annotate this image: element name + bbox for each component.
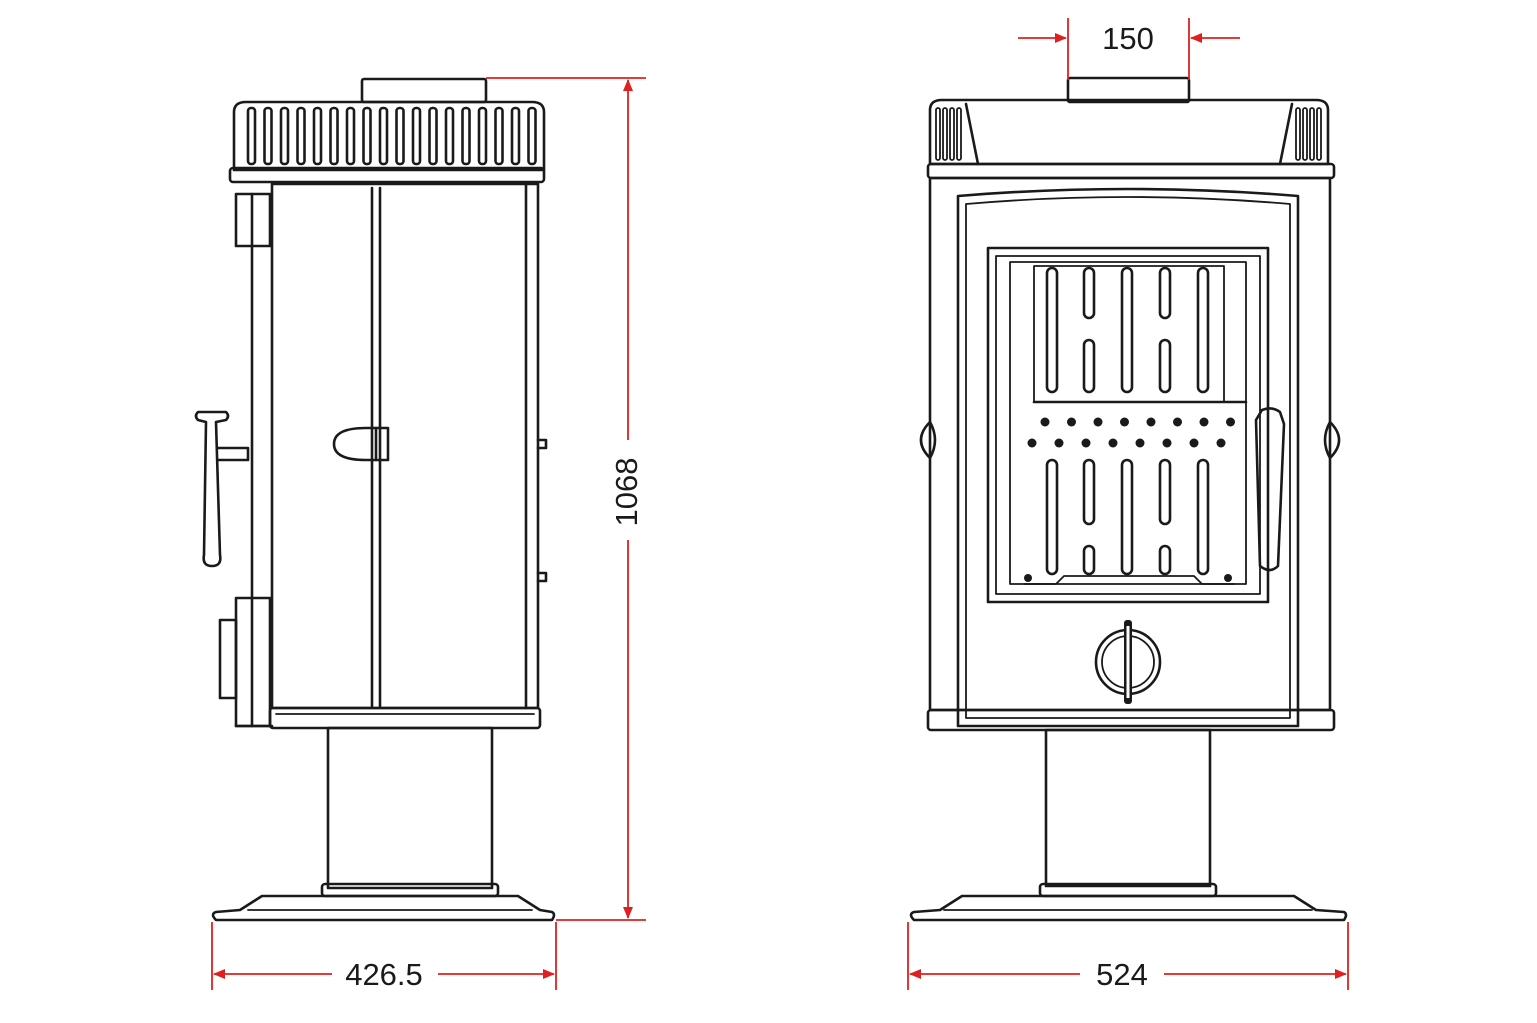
front-air-control-dial [1094, 620, 1162, 704]
side-bottom-plate [268, 706, 542, 730]
front-top-cap [928, 98, 1330, 166]
fin [329, 106, 339, 166]
slot [1158, 266, 1172, 320]
fin [477, 106, 488, 166]
air-hole [1093, 417, 1103, 427]
slot [1158, 458, 1172, 526]
dim-label-height: 1068 [609, 458, 644, 527]
dim-label-depth: 426.5 [345, 957, 423, 992]
slot [1082, 458, 1096, 526]
fin [428, 106, 438, 166]
side-view [194, 77, 556, 922]
fin [362, 106, 372, 166]
air-hole [1040, 417, 1050, 427]
slot [1158, 338, 1172, 394]
front-lower-slots [1045, 458, 1210, 576]
fin [1309, 107, 1315, 161]
slot [1045, 266, 1059, 394]
dim-label-width: 524 [1096, 957, 1148, 992]
fin [246, 106, 257, 166]
fin [949, 107, 955, 161]
front-left-side-knob [919, 420, 937, 460]
side-base [211, 894, 556, 922]
fin [263, 106, 273, 166]
side-flue-collar [360, 77, 488, 104]
side-door-handle [194, 410, 250, 568]
front-upper-slots [1045, 266, 1210, 394]
front-right-side-knob [1323, 420, 1341, 460]
air-hole [1108, 438, 1118, 448]
fin [345, 106, 356, 166]
front-top-fins [935, 107, 1322, 161]
slot [1082, 266, 1096, 320]
air-hole [1146, 417, 1156, 427]
fin [1295, 107, 1301, 161]
fin [956, 107, 962, 161]
dim-label-flue-width: 150 [1102, 21, 1154, 56]
slot [1082, 338, 1096, 394]
front-flue-collar [1066, 76, 1191, 104]
slot [1196, 266, 1210, 394]
fin [527, 106, 537, 166]
slot [1045, 458, 1059, 576]
side-air-knob [332, 426, 390, 462]
fin [1316, 107, 1322, 161]
fin [461, 106, 471, 166]
fin [296, 106, 306, 166]
front-door-frame [956, 187, 1300, 728]
side-top-rim [228, 166, 546, 184]
dimension-width: 524 [907, 922, 1349, 992]
air-hole [1135, 438, 1145, 448]
dimension-height: 1068 [486, 77, 646, 921]
side-pedestal-column [326, 726, 494, 890]
fin [395, 106, 405, 166]
air-hole [1173, 417, 1182, 427]
side-top-cap [232, 100, 546, 172]
fin [510, 106, 521, 166]
air-hole [1226, 417, 1235, 427]
side-body [270, 182, 540, 710]
air-hole [1216, 438, 1226, 448]
slot [1196, 458, 1210, 576]
fin [279, 106, 290, 166]
slot [1082, 544, 1096, 576]
front-base [909, 894, 1348, 922]
slot [1120, 266, 1134, 394]
dimension-flue-width: 150 [1018, 18, 1240, 80]
fin [378, 106, 389, 166]
front-top-rim [926, 162, 1336, 180]
front-air-holes [1027, 417, 1235, 448]
front-view [909, 76, 1348, 922]
fin [411, 106, 422, 166]
air-hole [1199, 417, 1209, 427]
fin [444, 106, 455, 166]
fin [312, 106, 323, 166]
dimension-depth: 426.5 [211, 922, 557, 992]
air-hole [1120, 417, 1129, 427]
fin [935, 107, 941, 161]
fin [942, 107, 948, 161]
air-hole [1189, 438, 1199, 448]
air-hole [1054, 438, 1064, 448]
front-pedestal-column [1044, 728, 1212, 888]
front-firebox-window [986, 246, 1270, 604]
air-hole [1027, 438, 1037, 448]
slot [1120, 458, 1134, 576]
fin [494, 106, 504, 166]
air-hole [1067, 417, 1076, 427]
air-hole [1081, 438, 1091, 448]
slot [1158, 544, 1172, 576]
front-door-handle [1254, 407, 1286, 572]
fin [1302, 107, 1308, 161]
side-top-fins [246, 106, 537, 166]
air-hole [1162, 438, 1172, 448]
